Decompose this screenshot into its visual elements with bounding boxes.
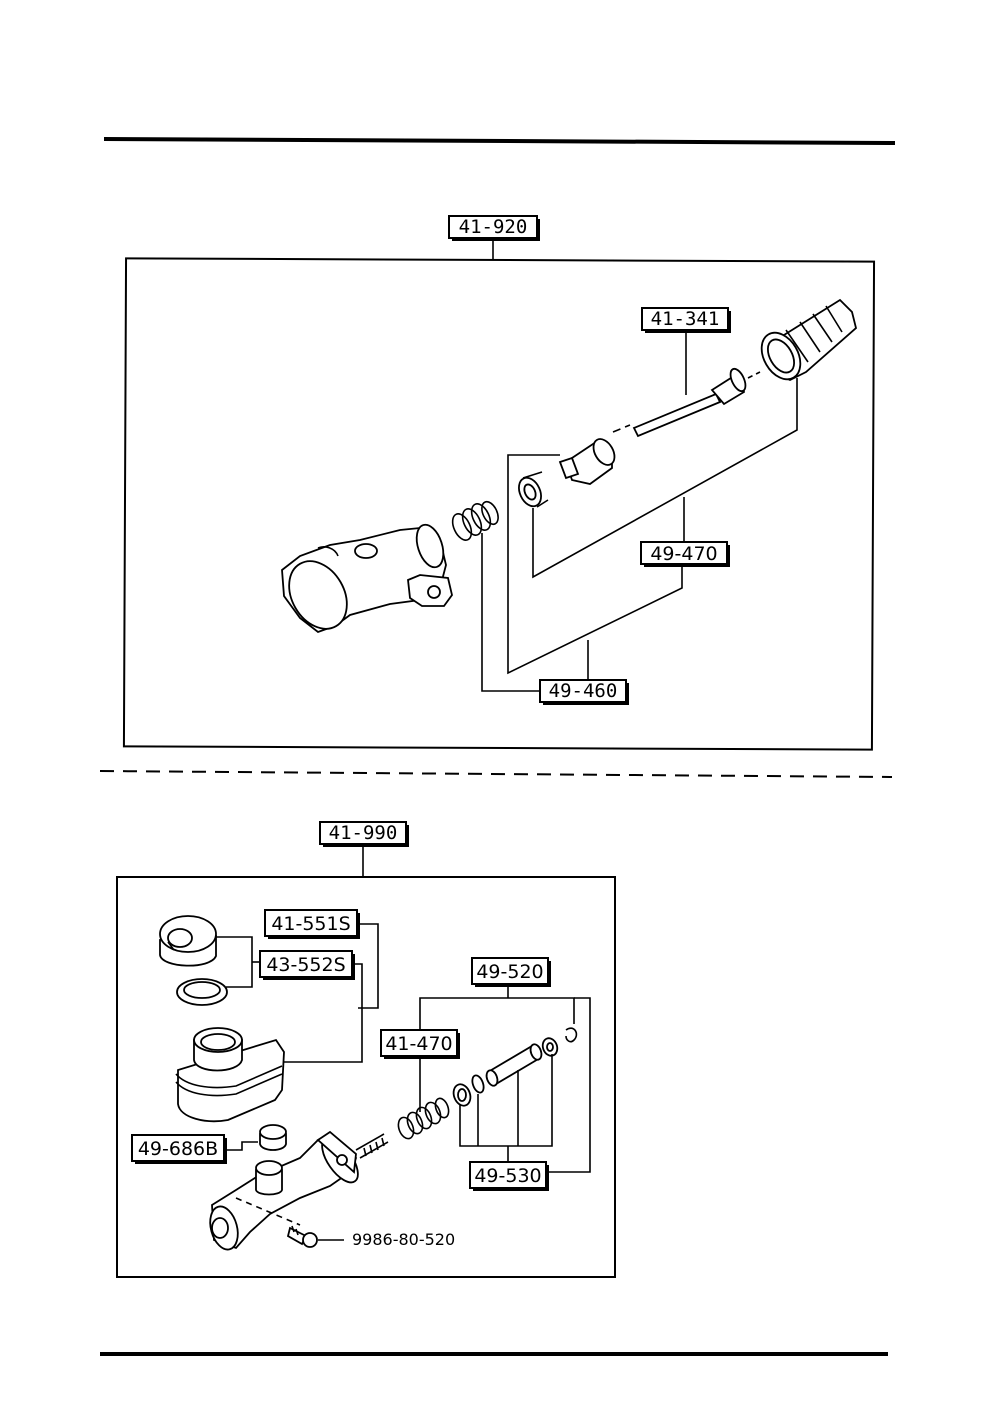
label-41-990-text: 41-990 bbox=[329, 822, 398, 844]
label-41-920[interactable]: 41-920 bbox=[448, 215, 540, 241]
master-spring bbox=[397, 1097, 450, 1140]
label-41-551S-text: 41-551S bbox=[271, 913, 350, 935]
label-43-552S[interactable]: 43-552S bbox=[259, 950, 355, 980]
label-41-470-text: 41-470 bbox=[385, 1033, 452, 1055]
piston-seals bbox=[452, 1027, 578, 1107]
label-49-470-text: 49-470 bbox=[650, 543, 717, 565]
cap-seal bbox=[176, 978, 228, 1006]
dust-boot bbox=[760, 298, 858, 382]
reservoir-tank bbox=[175, 1027, 285, 1123]
label-49-530-text: 49-530 bbox=[474, 1165, 541, 1187]
release-cylinder-body bbox=[281, 523, 453, 634]
label-41-990[interactable]: 41-990 bbox=[319, 821, 409, 847]
label-49-460-text: 49-460 bbox=[549, 680, 618, 702]
bottom-assembly: 41-990 41-551S bbox=[116, 821, 616, 1278]
label-41-341[interactable]: 41-341 bbox=[641, 307, 731, 333]
label-43-552S-text: 43-552S bbox=[266, 954, 345, 976]
label-41-341-text: 41-341 bbox=[651, 308, 720, 330]
mounting-bolt bbox=[286, 1225, 318, 1248]
section-divider bbox=[99, 770, 893, 778]
label-49-686B[interactable]: 49-686B bbox=[131, 1134, 227, 1164]
grommet bbox=[259, 1124, 287, 1151]
label-41-920-text: 41-920 bbox=[459, 216, 528, 238]
push-rod bbox=[612, 367, 761, 438]
reservoir-cap bbox=[159, 915, 217, 967]
label-49-460[interactable]: 49-460 bbox=[539, 679, 629, 705]
master-cylinder-body bbox=[209, 1130, 389, 1251]
piston bbox=[558, 438, 616, 485]
top-assembly: 41-920 bbox=[122, 215, 876, 751]
label-49-520[interactable]: 49-520 bbox=[471, 957, 551, 987]
label-41-551S[interactable]: 41-551S bbox=[264, 909, 360, 939]
label-49-530[interactable]: 49-530 bbox=[469, 1161, 549, 1191]
piston-cup bbox=[518, 471, 549, 508]
label-49-470[interactable]: 49-470 bbox=[640, 541, 730, 567]
bottom-assembly-frame bbox=[116, 876, 616, 1278]
top-rule bbox=[103, 137, 896, 145]
top-assembly-frame bbox=[122, 257, 876, 751]
return-spring bbox=[451, 500, 499, 541]
bolt-part-number[interactable]: 9986-80-520 bbox=[352, 1230, 455, 1249]
label-41-470[interactable]: 41-470 bbox=[380, 1029, 460, 1059]
label-49-520-text: 49-520 bbox=[476, 961, 543, 983]
label-49-686B-text: 49-686B bbox=[138, 1138, 218, 1160]
